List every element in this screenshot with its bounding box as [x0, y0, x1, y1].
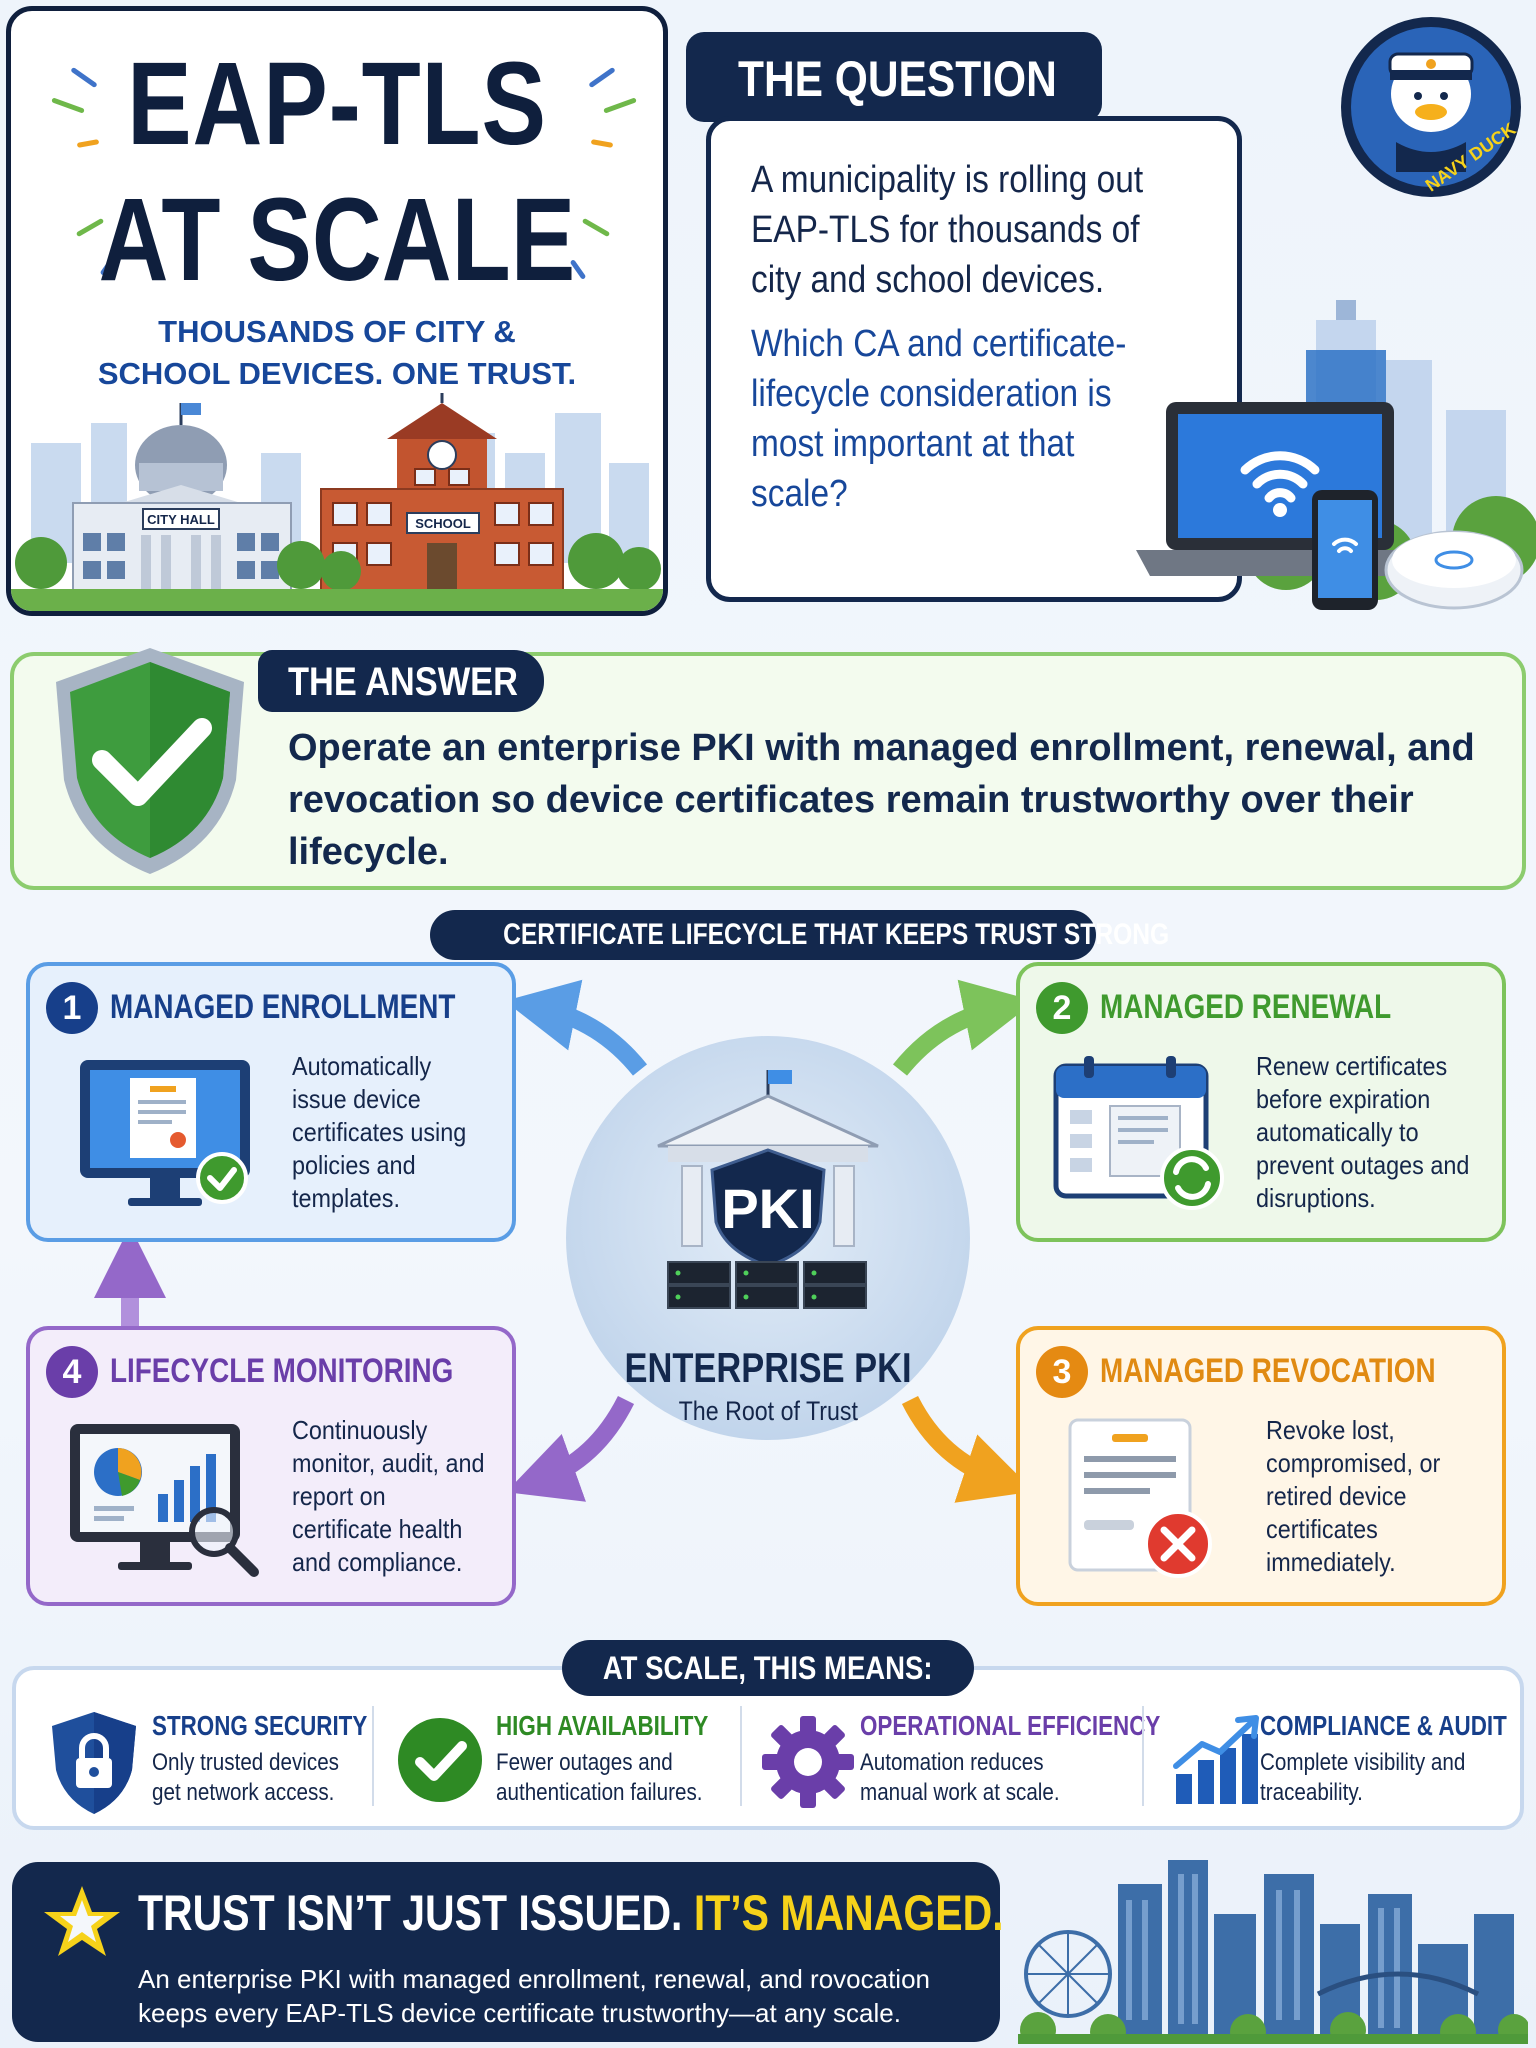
step-number: 2	[1036, 982, 1088, 1034]
question-text-2: Which CA and certificate-lifecycle consi…	[751, 323, 1127, 515]
benefit-description-line-2: traceability.	[1260, 1779, 1363, 1806]
benefit-description: Complete visibility and traceability.	[1260, 1748, 1465, 1808]
benefit-description-line-2: get network access.	[152, 1779, 335, 1806]
devices-illustration	[1136, 300, 1536, 610]
sparkle-right-2	[603, 97, 637, 114]
shield-check-icon	[56, 648, 244, 874]
benefit-title: STRONG SECURITY	[152, 1710, 368, 1741]
check-circle-icon	[398, 1718, 482, 1802]
benefit-divider	[1142, 1706, 1144, 1806]
revoked-certificate-icon	[1068, 1418, 1212, 1578]
answer-card	[10, 652, 1526, 890]
arrow-to-monitoring	[506, 1395, 635, 1502]
step-number: 1	[46, 982, 98, 1034]
question-text-1: A municipality is rolling out EAP-TLS fo…	[751, 159, 1144, 301]
bar-chart-growth-icon	[1173, 1715, 1259, 1804]
lifecycle-banner-text: CERTIFICATE LIFECYCLE THAT KEEPS TRUST S…	[503, 918, 1170, 951]
pki-badge: PKI	[721, 1177, 814, 1240]
title-subtitle-line-1: THOUSANDS OF CITY &	[158, 314, 516, 349]
step-description: Renew certificates before expiration aut…	[1256, 1051, 1470, 1213]
star-icon	[44, 1886, 120, 1956]
benefit-description: Only trusted devices get network access.	[152, 1748, 339, 1808]
benefit-operational-efficiency: OPERATIONAL EFFICIENCY Automation reduce…	[756, 1700, 1160, 1820]
title-subtitle-line-2: SCHOOL DEVICES. ONE TRUST.	[97, 356, 577, 391]
step-managed-renewal: 2 MANAGED RENEWAL Renew certificates bef…	[1016, 962, 1506, 1242]
enterprise-pki-title-text: ENTERPRISE PKI	[624, 1344, 912, 1391]
benefit-strong-security: STRONG SECURITY Only trusted devices get…	[40, 1700, 370, 1820]
step-title: LIFECYCLE MONITORING	[110, 1352, 454, 1390]
enterprise-pki-subtitle-text: The Root of Trust	[678, 1396, 858, 1426]
benefit-description-line-1: Complete visibility and	[1260, 1749, 1466, 1776]
navy-duck-logo: NAVY DUCK	[1341, 17, 1521, 197]
benefit-title: HIGH AVAILABILITY	[496, 1710, 709, 1741]
footer-banner: TRUST ISN’T JUST ISSUED. IT’S MANAGED. A…	[12, 1862, 1004, 2042]
step-managed-revocation: 3 MANAGED REVOCATION Revoke lost, compro…	[1016, 1326, 1506, 1606]
arrow-to-renewal	[892, 979, 1036, 1076]
benefit-description-line-1: Only trusted devices	[152, 1749, 339, 1776]
step-number: 4	[46, 1346, 98, 1398]
benefit-title: COMPLIANCE & AUDIT	[1260, 1710, 1507, 1741]
benefit-description: Automation reduces manual work at scale.	[860, 1748, 1060, 1808]
question-label-tab: THE QUESTION	[686, 32, 1102, 122]
title-card: EAP-TLS AT SCALE THOUSANDS OF CITY & SCH…	[6, 6, 668, 616]
calendar-renew-icon	[1053, 1056, 1224, 1210]
benefit-high-availability: HIGH AVAILABILITY Fewer outages and auth…	[392, 1700, 738, 1820]
benefit-description-line-1: Automation reduces	[860, 1749, 1044, 1776]
step-managed-enrollment: 1 MANAGED ENROLLMENT Automatically issue…	[26, 962, 516, 1242]
lifecycle-banner: CERTIFICATE LIFECYCLE THAT KEEPS TRUST S…	[430, 910, 1169, 960]
step-title: MANAGED ENROLLMENT	[110, 988, 456, 1026]
step-title: MANAGED REVOCATION	[1100, 1352, 1436, 1390]
footer-headline-text: TRUST ISN’T JUST ISSUED.	[138, 1885, 683, 1941]
lock-shield-icon	[52, 1712, 136, 1814]
step-description: Continuously monitor, audit, and report …	[292, 1415, 485, 1577]
arrow-to-revocation	[901, 1395, 1035, 1503]
benefit-title: OPERATIONAL EFFICIENCY	[860, 1710, 1161, 1741]
school	[320, 393, 564, 594]
at-scale-label: AT SCALE, THIS MEANS:	[603, 1650, 933, 1686]
city-hall-sign: CITY HALL	[147, 512, 215, 527]
answer-label-tab: THE ANSWER	[258, 650, 544, 712]
monitor-analytics-icon	[70, 1424, 259, 1577]
step-lifecycle-monitoring: 4 LIFECYCLE MONITORING Continuously moni…	[26, 1326, 516, 1606]
pki-building-icon: PKI	[657, 1070, 879, 1309]
benefit-description-line-2: authentication failures.	[496, 1779, 703, 1806]
school-sign: SCHOOL	[415, 516, 471, 531]
city-illustration: CITY HALL SCHOOL	[11, 393, 663, 611]
footer-highlight: IT’S MANAGED.	[693, 1885, 1004, 1941]
title-line-1: EAP-TLS	[127, 38, 547, 170]
enterprise-pki-subtitle: The Root of Trust	[566, 1396, 970, 1427]
enterprise-pki-title: ENTERPRISE PKI	[566, 1344, 970, 1392]
lifecycle-arrows	[94, 979, 1036, 1503]
question-card: A municipality is rolling out EAP-TLS fo…	[706, 116, 1242, 602]
benefit-description-line-2: manual work at scale.	[860, 1779, 1060, 1806]
step-description: Automatically issue device certificates …	[292, 1051, 467, 1213]
step-description: Revoke lost, compromised, or retired dev…	[1266, 1415, 1441, 1577]
gear-icon	[762, 1716, 854, 1808]
at-scale-label-tab: AT SCALE, THIS MEANS:	[562, 1640, 974, 1696]
benefit-divider	[372, 1706, 374, 1806]
monitor-certificate-icon	[80, 1060, 250, 1206]
step-title: MANAGED RENEWAL	[1100, 988, 1392, 1026]
title-line-2: AT SCALE	[98, 174, 576, 306]
city-skyline-illustration	[1018, 1860, 1528, 2044]
question-label: THE QUESTION	[738, 51, 1057, 107]
answer-label: THE ANSWER	[288, 660, 518, 704]
benefit-compliance-audit: COMPLIANCE & AUDIT Complete visibility a…	[1164, 1700, 1514, 1820]
city-hall	[72, 403, 292, 594]
step-number: 3	[1036, 1346, 1088, 1398]
arrow-to-enrollment	[504, 979, 648, 1076]
answer-text: Operate an enterprise PKI with managed e…	[288, 727, 1475, 873]
title-subtitle: THOUSANDS OF CITY & SCHOOL DEVICES. ONE …	[31, 311, 643, 395]
benefit-description-line-1: Fewer outages and	[496, 1749, 673, 1776]
benefit-description: Fewer outages and authentication failure…	[496, 1748, 703, 1808]
footer-text: An enterprise PKI with managed enrollmen…	[138, 1964, 930, 2028]
footer-headline: TRUST ISN’T JUST ISSUED. IT’S MANAGED.	[138, 1884, 1004, 1942]
benefit-divider	[740, 1706, 742, 1806]
